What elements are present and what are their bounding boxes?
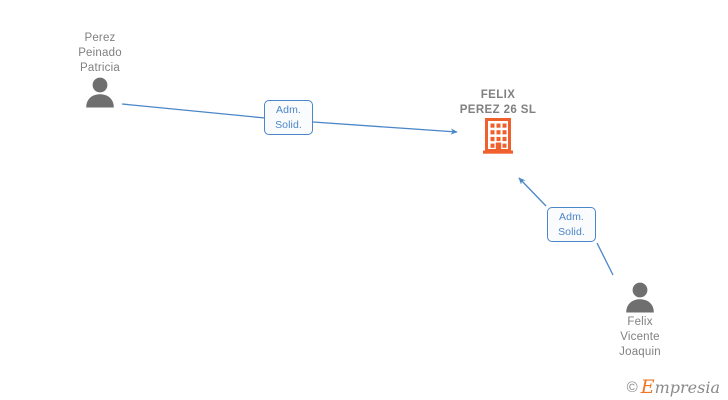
edge-person-2-to-company [518,177,614,276]
node-company-label: FELIX PEREZ 26 SL [459,89,537,116]
edge-label-1-line-1: Adm. [276,104,301,116]
building-icon [483,118,513,154]
node-person-felix-vicente-joaquin[interactable]: Felix Vicente Joaquin [570,281,710,360]
node-person-1-icon-wrap [30,76,170,110]
person-icon [626,282,654,313]
person-icon [86,77,114,108]
node-person-2-label: Felix Vicente Joaquin [619,316,661,358]
watermark-brand: Empresia [640,376,720,398]
edge-person-1-to-company [121,103,458,135]
copyright-icon: © [626,379,638,396]
node-person-2-icon-wrap [570,281,710,315]
node-person-1-label: Perez Peinado Patricia [78,32,122,74]
edge-label-2-line-2: Solid. [558,226,585,238]
edge-label-adm-solid-1[interactable]: Adm. Solid. [264,100,313,135]
node-company-icon-wrap [428,118,568,158]
edge-label-adm-solid-2[interactable]: Adm. Solid. [547,207,596,242]
edge-label-2-line-1: Adm. [559,211,584,223]
watermark-brand-rest: mpresia [654,378,720,397]
watermark-empresia: © Empresia [626,376,720,398]
node-person-perez-peinado-patricia[interactable]: Perez Peinado Patricia [30,31,170,110]
edge-label-1-line-2: Solid. [275,119,302,131]
node-company-felix-perez-26-sl[interactable]: FELIX PEREZ 26 SL [428,88,568,158]
watermark-brand-initial: E [640,376,655,398]
